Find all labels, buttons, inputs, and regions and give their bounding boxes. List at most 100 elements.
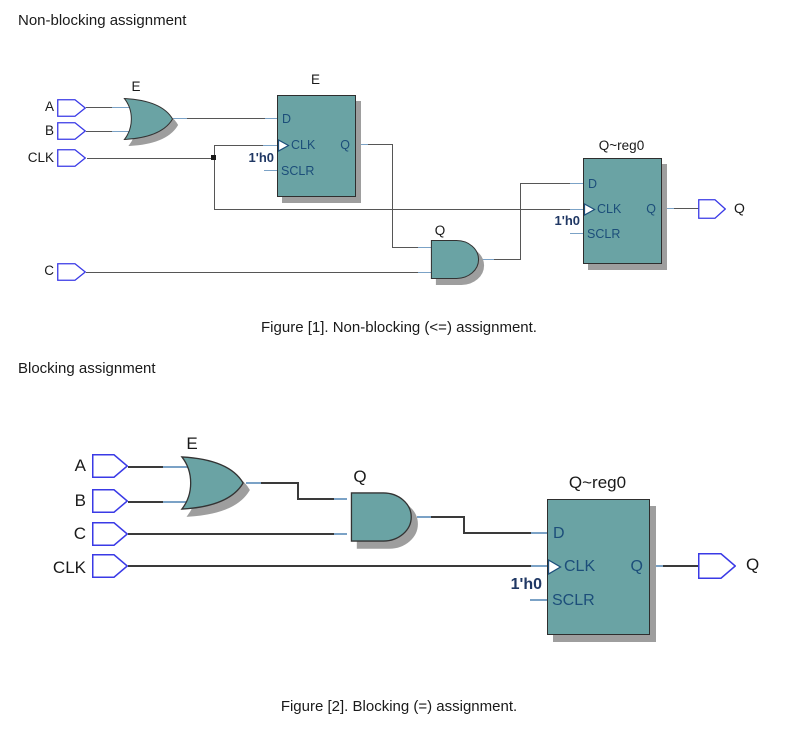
output-label-q: Q <box>734 200 745 216</box>
ff-port-d: D <box>553 525 565 542</box>
flipflop-qreg0: D CLK SCLR Q <box>583 158 662 264</box>
input-pin-icon-b <box>57 122 86 140</box>
wire <box>214 158 215 210</box>
input-label-c: C <box>44 263 54 278</box>
and-gate-icon <box>350 492 412 542</box>
wire <box>128 533 334 535</box>
input-label-b: B <box>44 123 54 138</box>
wire <box>520 183 570 184</box>
wire <box>418 247 431 248</box>
input-pin-icon-a <box>92 454 128 478</box>
section-heading-nonblocking: Non-blocking assignment <box>18 12 187 29</box>
wire <box>417 516 431 518</box>
ff-port-sclr: SCLR <box>552 592 595 609</box>
wire <box>463 532 531 534</box>
output-pin-icon-q <box>698 199 726 219</box>
or-gate-label: E <box>131 79 141 94</box>
flipflop-e: D CLK SCLR Q <box>277 95 356 197</box>
wire <box>570 209 583 210</box>
wire <box>297 482 299 500</box>
and-gate-icon <box>430 240 480 279</box>
clock-edge-icon <box>584 203 596 216</box>
input-pin-icon-clk <box>92 554 128 578</box>
ff-port-sclr: SCLR <box>587 227 621 241</box>
flipflop-qreg0: D CLK SCLR Q <box>547 499 650 635</box>
wire <box>214 145 263 146</box>
wire <box>418 272 431 273</box>
ff-port-clk: CLK <box>564 558 596 575</box>
wire <box>297 498 334 500</box>
figure1-caption: Figure [1]. Non-blocking (<=) assignment… <box>261 319 537 336</box>
wire <box>463 516 465 534</box>
wire <box>392 247 418 248</box>
wire <box>570 183 583 184</box>
figure2-caption: Figure [2]. Blocking (=) assignment. <box>280 698 518 715</box>
wire <box>163 501 191 503</box>
clock-edge-icon <box>548 559 562 575</box>
ff-port-clk: CLK <box>597 202 622 216</box>
wire <box>163 466 191 468</box>
wire-junction-dot <box>211 155 216 160</box>
ff-port-d: D <box>282 112 292 126</box>
wire <box>431 516 464 518</box>
ff-port-d: D <box>588 177 598 191</box>
wire <box>86 107 112 108</box>
wire <box>660 208 674 209</box>
wire <box>128 501 163 503</box>
wire <box>187 118 265 119</box>
wire <box>392 144 393 247</box>
section-heading-blocking: Blocking assignment <box>18 360 156 377</box>
input-pin-icon-clk <box>57 149 86 167</box>
wire <box>674 208 699 209</box>
wire <box>530 599 547 601</box>
output-pin-icon-q <box>698 553 736 579</box>
wire <box>663 565 699 567</box>
wire <box>112 131 133 132</box>
wire <box>86 272 418 273</box>
wire <box>570 233 583 234</box>
wire <box>173 118 187 119</box>
sclr-constant: 1'h0 <box>554 213 581 228</box>
wire <box>214 145 215 158</box>
wire <box>112 107 133 108</box>
wire <box>531 565 547 567</box>
wire <box>531 532 547 534</box>
input-pin-icon-c <box>57 263 86 281</box>
ff-port-q: Q <box>630 558 643 575</box>
wire <box>648 565 663 567</box>
wire <box>128 466 163 468</box>
input-pin-icon-b <box>92 489 128 513</box>
sclr-constant: 1'h0 <box>510 576 542 593</box>
ff-port-q: Q <box>340 138 350 152</box>
wire <box>334 498 347 500</box>
or-gate-icon <box>123 97 174 141</box>
input-label-a: A <box>44 99 54 114</box>
wire <box>128 565 531 567</box>
input-pin-icon-a <box>57 99 86 117</box>
input-label-a: A <box>74 456 86 475</box>
and-gate-label: Q <box>434 223 446 238</box>
wire <box>261 482 298 484</box>
sclr-constant: 1'h0 <box>248 150 275 165</box>
input-label-b: B <box>74 491 86 510</box>
wire <box>354 144 368 145</box>
or-gate-label: E <box>186 434 198 453</box>
wire <box>494 259 521 260</box>
and-gate-label: Q <box>353 467 367 486</box>
wire <box>520 183 521 260</box>
wire <box>265 118 277 119</box>
wire <box>481 259 494 260</box>
wire <box>86 131 112 132</box>
wire <box>246 482 261 484</box>
clock-edge-icon <box>278 139 290 152</box>
wire <box>368 144 393 145</box>
input-label-clk: CLK <box>27 150 54 165</box>
input-pin-icon-c <box>92 522 128 546</box>
ff-title: Q~reg0 <box>568 473 627 492</box>
wire <box>263 145 277 146</box>
wire <box>334 533 347 535</box>
ff-port-sclr: SCLR <box>281 164 315 178</box>
or-gate-icon <box>180 456 244 510</box>
wire <box>264 170 277 171</box>
